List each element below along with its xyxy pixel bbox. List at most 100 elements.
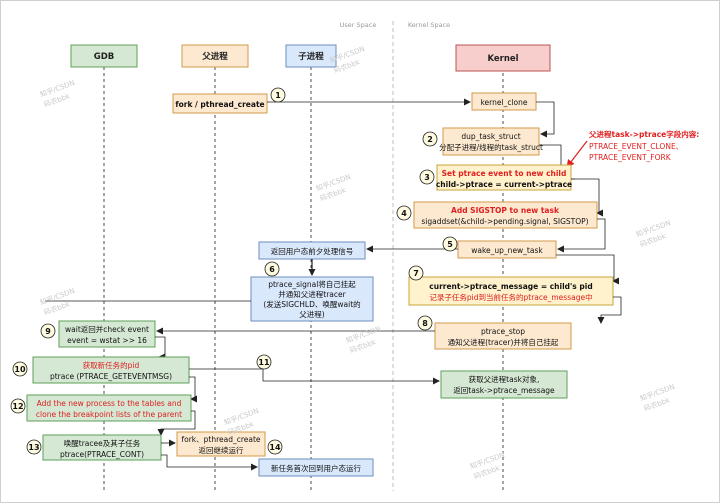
step-7-text: 7 <box>413 269 419 278</box>
child-run-text: 新任务首次回到用户态运行 <box>271 463 361 473</box>
step-badge-6: 6 <box>264 261 280 277</box>
ptrace-signal-line3: (发送SIGCHLD、唤醒wait的 <box>263 299 360 309</box>
step-badge-8: 8 <box>417 315 433 331</box>
cont-box <box>42 434 162 461</box>
sigstop-line1: Add SIGSTOP to new task <box>451 206 560 215</box>
step-badge-12: 12 <box>10 398 26 414</box>
ptrace-signal-line1: ptrace_signal将自己挂起 <box>268 279 356 289</box>
fork-ret-line2: 返回继续运行 <box>199 445 244 455</box>
cont-line2: ptrace(PTRACE_CONT) <box>60 450 144 459</box>
add-process-line1: Add the new process to the tables and <box>37 399 182 408</box>
ptrace-signal-box <box>250 276 374 322</box>
arrow-getmsg-to-kernel <box>189 368 440 385</box>
set-ptrace-line2: child->ptrace = current->ptrace <box>436 180 572 189</box>
sigstop-box <box>413 201 598 229</box>
wait-line1: wait返回并check event <box>65 324 149 334</box>
step-badge-14: 14 <box>267 439 283 455</box>
step-4-text: 4 <box>401 209 407 218</box>
getmsg-line1: 获取新任务的pid <box>83 360 140 370</box>
kernel-clone-box <box>471 92 537 111</box>
sigstop-line2: sigaddset(&child->pending.signal, SIGSTO… <box>421 217 588 226</box>
msg-line2: 记录子任务pid到当前任务的ptrace_message中 <box>429 292 592 302</box>
note-arrow <box>566 140 588 168</box>
step-badge-11: 11 <box>256 354 272 370</box>
wake-up-box <box>457 240 557 259</box>
cont-line1: 唤醒tracee及其子任务 <box>64 438 141 448</box>
lane-gdb: GDB <box>70 44 138 68</box>
step-3-text: 3 <box>424 173 430 182</box>
arrow-clone-to-dup <box>536 101 555 138</box>
wake-up-text: wake_up_new_task <box>471 246 543 255</box>
step-badges: 1 2 3 4 5 6 7 8 9 10 11 12 13 14 <box>10 87 458 455</box>
note-title: 父进程task->ptrace字段内容: <box>588 129 699 139</box>
note-line1: PTRACE_EVENT_CLONE、 <box>589 142 683 151</box>
wait-line2: event = wstat >> 16 <box>67 336 147 345</box>
arrow-sigstop-to-wake <box>557 218 606 253</box>
lane-gdb-label: GDB <box>94 52 115 62</box>
add-process-box <box>26 394 192 422</box>
child-run-box <box>258 458 374 477</box>
step-badge-1: 1 <box>270 87 286 103</box>
dup-task-line2: 分配子进程/线程的task_struct <box>439 142 543 152</box>
msg-line1: current->ptrace_message = child's pid <box>429 282 592 291</box>
step-1-text: 1 <box>275 91 281 100</box>
step-badge-5: 5 <box>442 236 458 252</box>
arrow-cont-to-child-run <box>161 454 258 471</box>
fork-ret-line1: fork、pthread_create <box>181 435 260 444</box>
note-line2: PTRACE_EVENT_FORK <box>589 153 672 162</box>
step-13-text: 13 <box>28 443 39 452</box>
step-badge-2: 2 <box>422 131 438 147</box>
getmsg-kernel-line1: 获取父进程task对象, <box>469 374 540 384</box>
fork-text: fork / pthread_create <box>175 100 264 109</box>
step-11-text: 11 <box>258 358 270 367</box>
getmsg-kernel-line2: 返回task->ptrace_message <box>453 386 555 395</box>
kernel-clone-text: kernel_clone <box>480 98 527 107</box>
fork-box <box>172 93 268 114</box>
ptrace-signal-line2: 并通知父进程tracer <box>278 289 346 299</box>
arrow-getmsg-to-add <box>189 376 197 403</box>
step-14-text: 14 <box>269 443 281 452</box>
wait-box <box>58 320 156 348</box>
step-badge-9: 9 <box>40 323 56 339</box>
ptrace-stop-box <box>434 322 572 350</box>
fork-ret-box <box>176 431 266 457</box>
add-process-line2: clone the breakpoint lists of the parent <box>36 410 182 419</box>
user-space-label: User Space <box>340 21 377 29</box>
dup-task-line1: dup_task_struct <box>461 132 520 141</box>
ptrace-stop-line2: 通知父进程(tracer)并将自己挂起 <box>448 337 559 347</box>
lane-parent: 父进程 <box>181 44 249 68</box>
step-8-text: 8 <box>422 319 428 328</box>
arrow-add-to-cont <box>157 410 196 436</box>
step-badge-7: 7 <box>408 265 424 281</box>
ret-user-text: 返回用户态前夕处理信号 <box>271 246 354 256</box>
set-ptrace-line1: Set ptrace event to new child <box>442 169 567 178</box>
lane-child-label: 子进程 <box>298 51 324 62</box>
step-badge-4: 4 <box>396 205 412 221</box>
step-badge-13: 13 <box>26 439 42 455</box>
ptrace-signal-line4: 父进程) <box>299 310 324 319</box>
lane-kernel: Kernel <box>455 44 551 72</box>
msg-box <box>408 276 614 306</box>
lane-child: 子进程 <box>285 44 337 68</box>
step-2-text: 2 <box>427 135 433 144</box>
dup-task-box <box>442 127 540 156</box>
getmsg-box <box>32 356 190 384</box>
step-6-text: 6 <box>269 265 275 274</box>
step-9-text: 9 <box>45 327 51 336</box>
lane-kernel-label: Kernel <box>487 54 518 64</box>
step-badge-3: 3 <box>419 169 435 185</box>
arrow-wait-to-getmsg <box>155 336 166 361</box>
ptrace-stop-line1: ptrace_stop <box>481 327 525 336</box>
set-ptrace-box <box>436 164 572 191</box>
kernel-space-label: Kernel Space <box>408 21 450 29</box>
step-5-text: 5 <box>447 240 453 249</box>
step-12-text: 12 <box>12 402 23 411</box>
getmsg-kernel-box <box>440 370 568 399</box>
arrow-set-to-sigstop <box>571 178 603 217</box>
getmsg-line2: ptrace (PTRACE_GETEVENTMSG) <box>50 372 172 381</box>
arrow-msg-to-stop <box>597 296 622 324</box>
lane-parent-label: 父进程 <box>201 51 228 62</box>
step-badge-10: 10 <box>12 361 28 377</box>
